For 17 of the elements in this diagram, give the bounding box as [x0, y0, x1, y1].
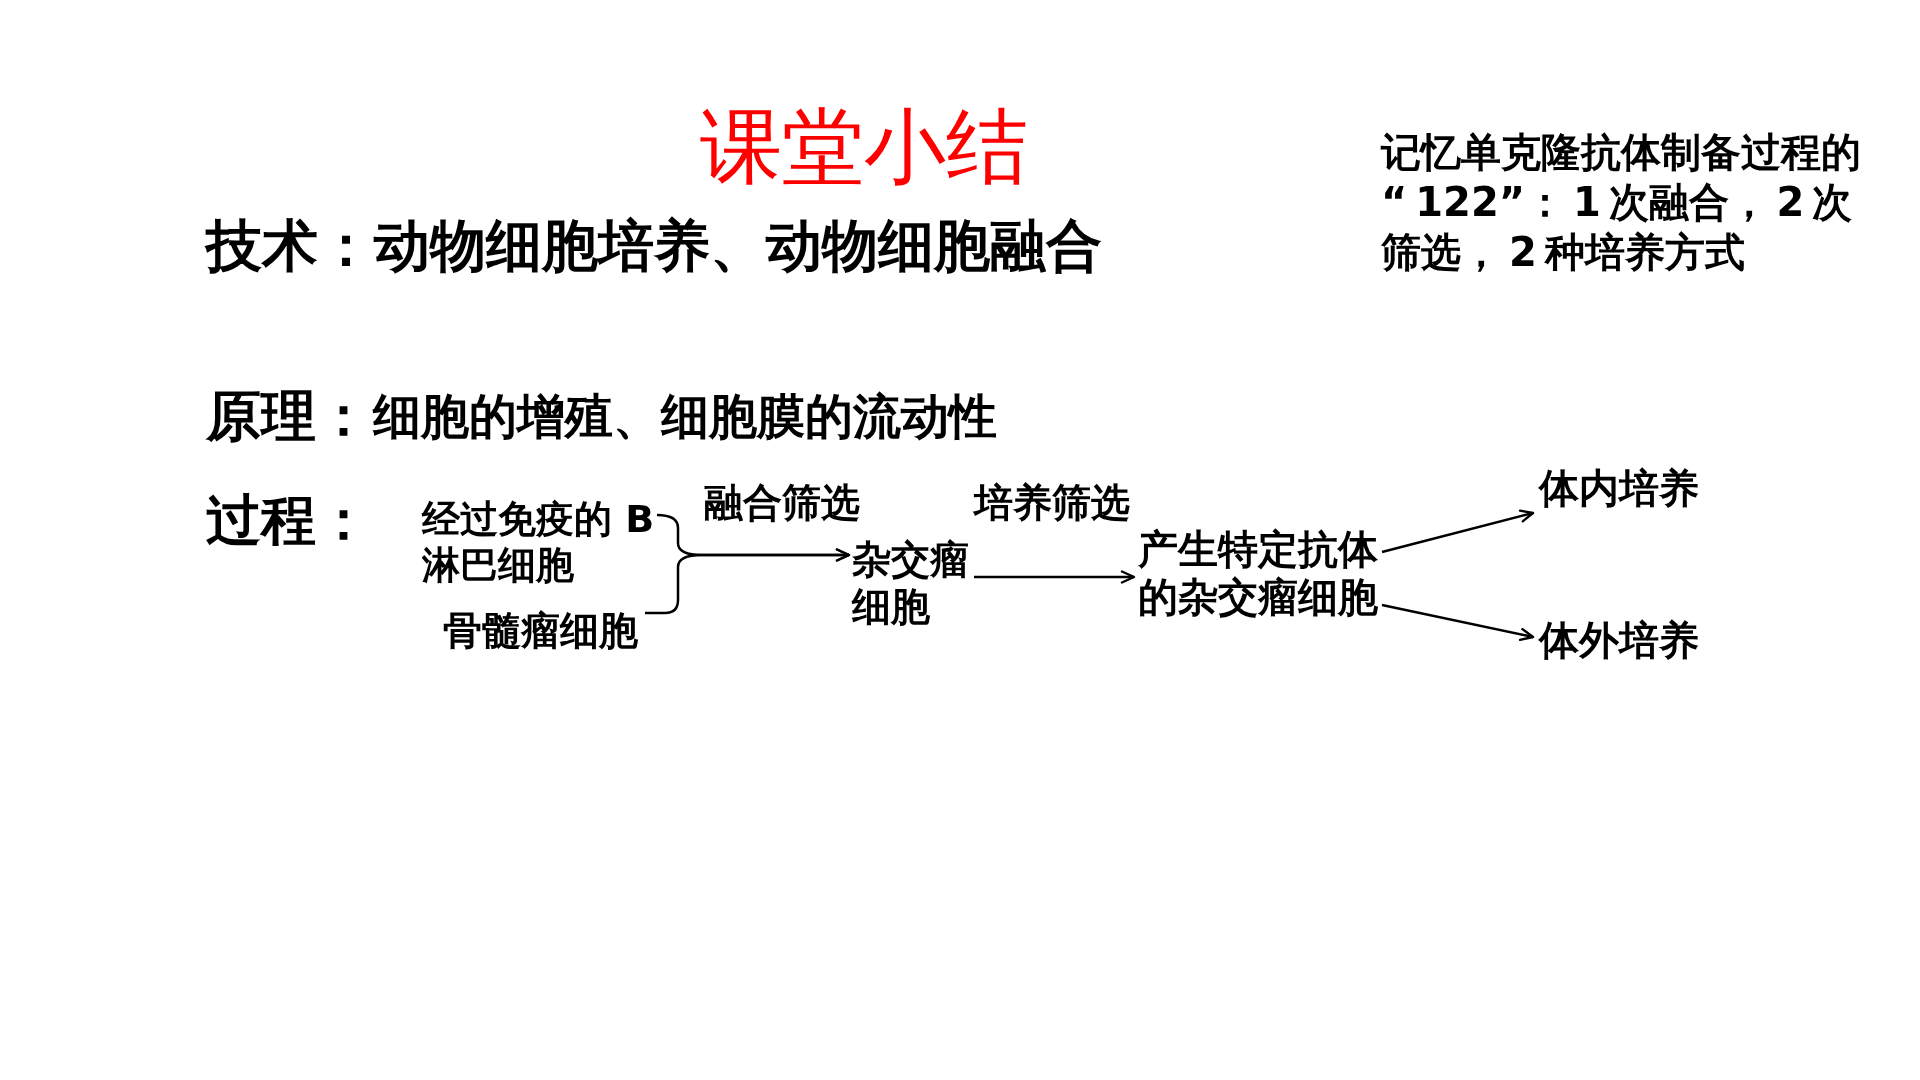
arrow — [974, 570, 1136, 584]
flow-step-text: 经过免疫的 B淋巴细胞 — [422, 496, 656, 588]
note-text: 记忆单克隆抗体制备过程的“ 122”： 1 次融合， 2 次筛选， 2 种培养方式 — [1381, 128, 1862, 277]
arrow — [1381, 603, 1535, 642]
flow-step-text: 杂交瘤细胞 — [852, 536, 972, 630]
slide-title: 课堂小结 — [700, 98, 1028, 196]
flow-step-text: 体外培养 — [1539, 616, 1703, 664]
flow-step-text: 体内培养 — [1539, 464, 1703, 512]
summary-line: 技术：动物细胞培养、动物细胞融合 — [206, 212, 1102, 280]
principle-text: 细胞的增殖、细胞膜的流动性 — [373, 392, 997, 440]
flow-step-text: 骨髓瘤细胞 — [443, 611, 643, 651]
arrow — [1381, 509, 1535, 554]
flow-step-text: 产生特定抗体的杂交瘤细胞 — [1138, 525, 1380, 621]
brace-arrow — [645, 548, 851, 615]
section-heading: 原理： — [206, 383, 371, 449]
section-heading: 过程： — [206, 487, 371, 553]
edge-label: 融合筛选 — [702, 480, 862, 526]
